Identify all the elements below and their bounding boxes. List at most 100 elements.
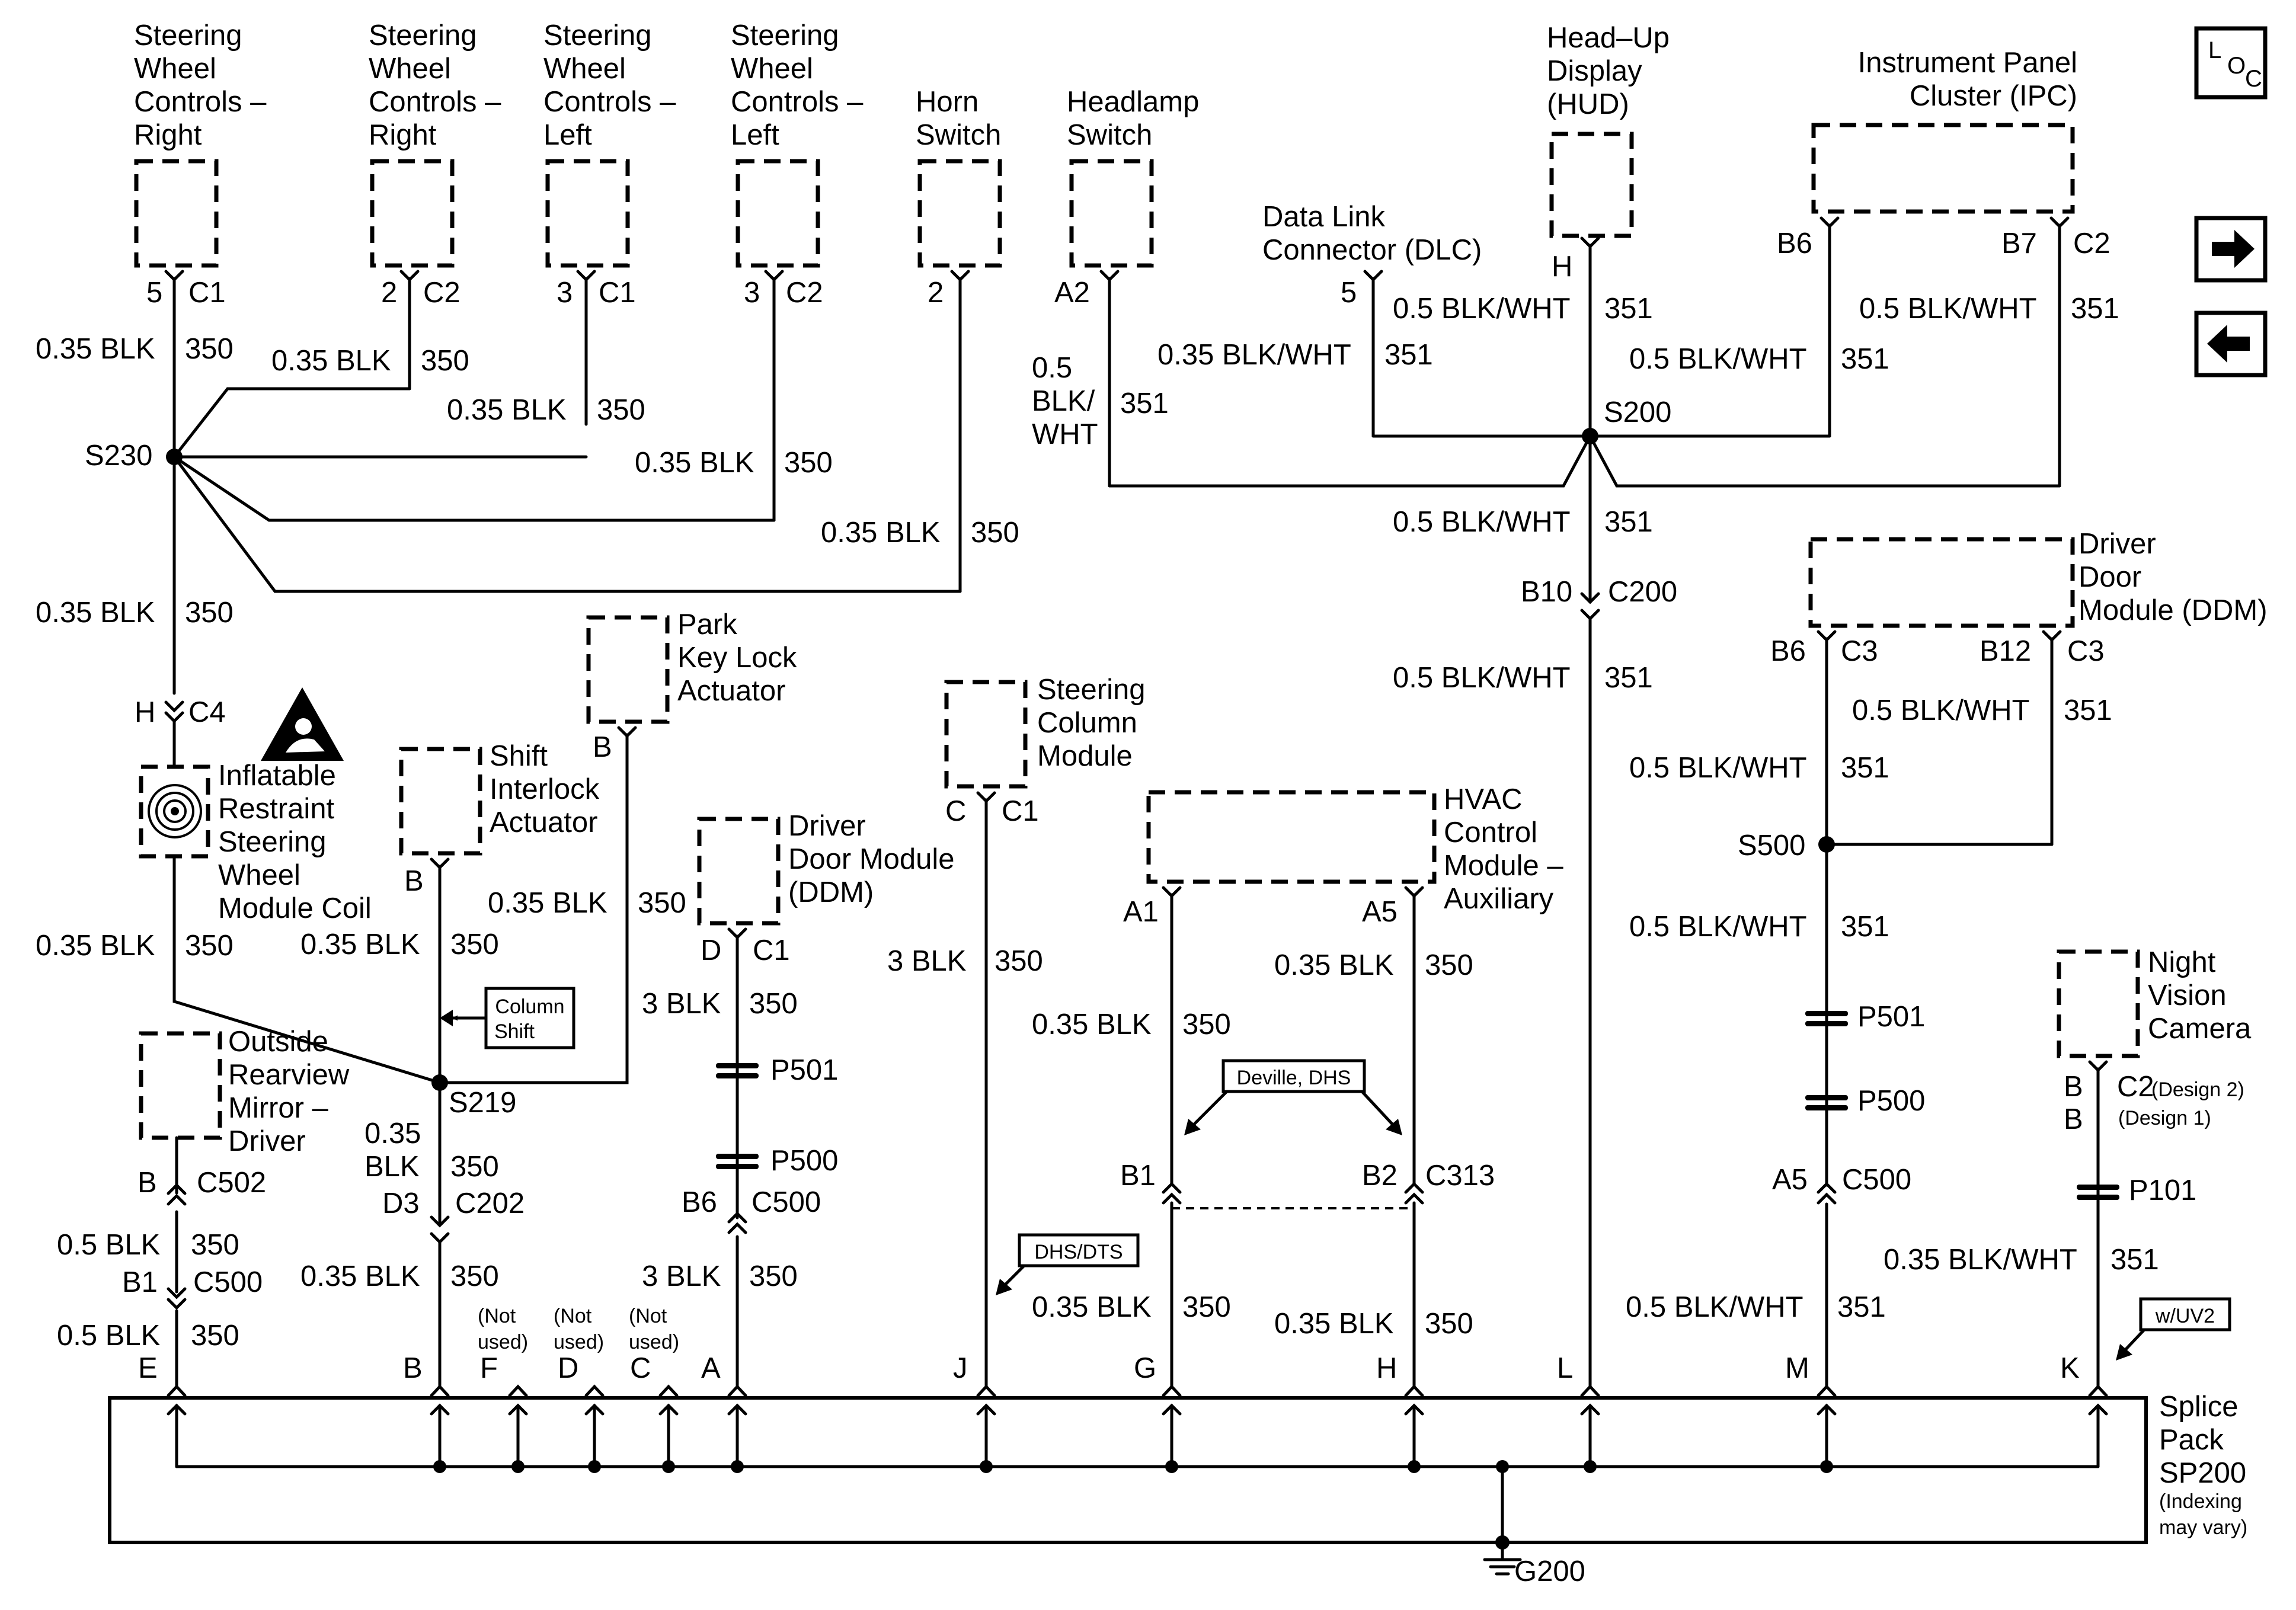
wire-group-s500 — [1825, 637, 2054, 1388]
svg-text:351: 351 — [1841, 343, 1889, 375]
svg-text:P501: P501 — [1857, 1001, 1925, 1033]
svg-text:350: 350 — [191, 1320, 239, 1352]
splice-pack-bus — [175, 1404, 2100, 1541]
svg-text:0.35 BLK: 0.35 BLK — [300, 1260, 420, 1292]
svg-text:B1: B1 — [122, 1266, 158, 1298]
svg-text:350: 350 — [994, 945, 1043, 977]
svg-text:350: 350 — [185, 930, 234, 962]
svg-text:C4: C4 — [188, 696, 226, 728]
wire-group-351-top — [1108, 223, 2061, 1388]
night-vision-box — [2057, 949, 2140, 1058]
svg-text:0.35 BLK: 0.35 BLK — [1032, 1009, 1152, 1041]
svg-text:350: 350 — [1182, 1009, 1231, 1041]
svg-text:350: 350 — [450, 929, 499, 961]
svg-text:P500: P500 — [1857, 1085, 1925, 1117]
svg-text:O: O — [2227, 53, 2246, 79]
svg-text:L: L — [2208, 37, 2221, 63]
svg-text:0.5 BLK/WHT: 0.5 BLK/WHT — [1393, 662, 1571, 694]
wire-group-350-top — [172, 277, 962, 1084]
svg-text:351: 351 — [1384, 339, 1433, 371]
svg-text:350: 350 — [749, 1260, 798, 1292]
svg-text:3 BLK: 3 BLK — [887, 945, 967, 977]
svg-text:0.35 BLK: 0.35 BLK — [36, 930, 155, 962]
svg-text:0.35 BLK: 0.35 BLK — [635, 447, 754, 479]
svg-text:0.5 BLK/WHT: 0.5 BLK/WHT — [1393, 293, 1571, 325]
wire-group-hvac — [1170, 893, 1416, 1388]
svg-text:350: 350 — [749, 988, 798, 1020]
svg-text:A5: A5 — [1772, 1164, 1808, 1196]
pin-glyphs — [164, 216, 2108, 1416]
svg-text:0.5 BLK/WHT: 0.5 BLK/WHT — [1393, 506, 1571, 538]
svg-text:P501: P501 — [770, 1054, 838, 1086]
swc-right-c1-box — [134, 159, 219, 268]
svg-text:B: B — [137, 1167, 157, 1199]
ipc-box — [1811, 123, 2075, 214]
svg-text:L: L — [1557, 1352, 1573, 1384]
svg-text:G200: G200 — [1514, 1555, 1585, 1587]
svg-text:0.5 BLK/WHT: 0.5 BLK/WHT — [1859, 293, 2037, 325]
steering-column-module-box — [944, 680, 1028, 789]
svg-text:B6: B6 — [682, 1186, 717, 1218]
svg-text:C200: C200 — [1608, 576, 1677, 608]
svg-text:B2: B2 — [1362, 1160, 1398, 1192]
svg-text:0.5 BLK/WHT: 0.5 BLK/WHT — [1626, 1291, 1803, 1323]
arrow-left-icon[interactable] — [2194, 311, 2268, 377]
shift-interlock-box — [399, 747, 482, 856]
loc-icon[interactable]: L O C — [2194, 26, 2268, 100]
svg-text:Shift: Shift — [494, 1020, 535, 1043]
svg-text:0.35 BLK/WHT: 0.35 BLK/WHT — [1884, 1244, 2077, 1276]
svg-text:B6: B6 — [1777, 228, 1812, 260]
svg-text:5: 5 — [146, 277, 162, 309]
svg-text:D3: D3 — [382, 1188, 420, 1219]
svg-text:0.35 BLK: 0.35 BLK — [300, 929, 420, 961]
svg-text:C313: C313 — [1425, 1160, 1495, 1192]
svg-text:350: 350 — [191, 1229, 239, 1261]
svg-text:A1: A1 — [1123, 896, 1159, 928]
svg-text:351: 351 — [2071, 293, 2119, 325]
svg-text:351: 351 — [2064, 694, 2112, 726]
wire-labels: 0.35 BLK 350 0.35 BLK 350 0.35 BLK 350 0.35… — [36, 293, 2159, 1352]
svg-text:C500: C500 — [1842, 1164, 1911, 1196]
svg-text:B1: B1 — [1120, 1160, 1156, 1192]
junction-dots — [166, 428, 1835, 1550]
svg-text:C3: C3 — [1841, 635, 1878, 667]
hvac-aux-box — [1146, 790, 1437, 884]
svg-text:351: 351 — [1841, 752, 1889, 784]
inline-connectors — [716, 1011, 2119, 1200]
svg-text:0.35 BLK/WHT: 0.35 BLK/WHT — [1157, 339, 1351, 371]
svg-text:(Design 2): (Design 2) — [2151, 1078, 2244, 1101]
svg-text:350: 350 — [450, 1151, 499, 1183]
svg-text:(Design 1): (Design 1) — [2118, 1107, 2211, 1129]
svg-text:350: 350 — [421, 345, 469, 377]
svg-text:351: 351 — [1604, 662, 1653, 694]
svg-text:M: M — [1785, 1352, 1809, 1384]
svg-text:350: 350 — [1425, 949, 1473, 981]
svg-text:B10: B10 — [1521, 576, 1572, 608]
svg-text:2: 2 — [381, 277, 397, 309]
svg-text:G: G — [1134, 1352, 1156, 1384]
svg-text:S219: S219 — [449, 1087, 516, 1119]
splice-labels: S230 S200 S219 S500 P501 P500 P501 P500 … — [85, 396, 2196, 1587]
svg-text:B: B — [404, 865, 424, 897]
svg-text:B: B — [2064, 1071, 2083, 1103]
svg-text:w/UV2: w/UV2 — [2155, 1305, 2215, 1327]
svg-text:H: H — [1552, 251, 1572, 283]
clockspring-icon — [148, 784, 202, 838]
svg-text:0.5 BLK/WHT: 0.5 BLK/WHT — [1629, 911, 1807, 943]
svg-text:350: 350 — [971, 517, 1019, 549]
svg-text:P500: P500 — [770, 1145, 838, 1177]
svg-text:351: 351 — [1604, 293, 1653, 325]
svg-text:0.5 BLK/WHT: 0.5 BLK/WHT — [1629, 752, 1807, 784]
column-shift-callout: Column Shift — [440, 987, 575, 1049]
arrow-right-icon[interactable] — [2194, 216, 2268, 283]
